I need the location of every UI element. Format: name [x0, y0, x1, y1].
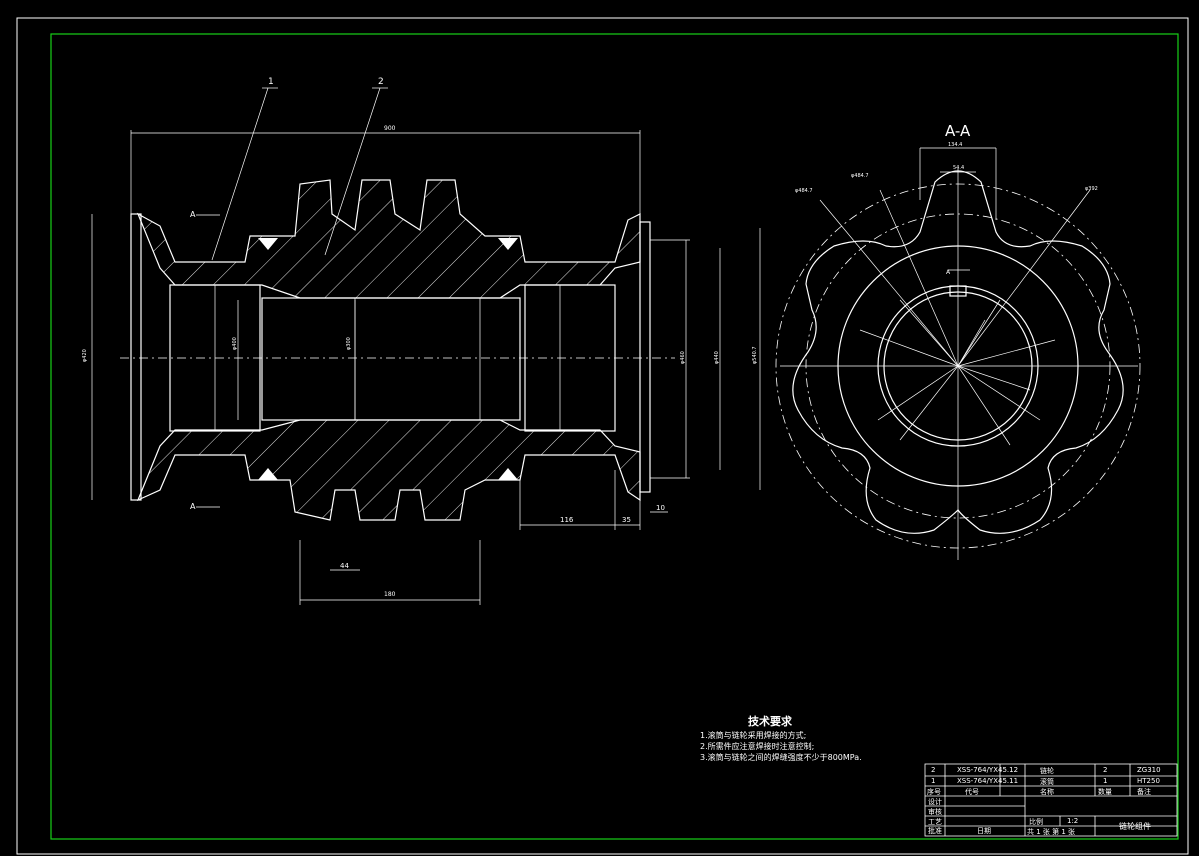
- header-n: 序号: [927, 788, 941, 796]
- technical-notes: 技术要求 1.滚筒与链轮采用焊接的方式; 2.所需件应注意焊接时注意控制; 3.…: [700, 716, 862, 763]
- scale-label: 比例: [1029, 818, 1043, 826]
- note-item-3: 3.滚筒与链轮之间的焊缝强度不少于800MPa.: [700, 753, 862, 762]
- header-code: 代号: [965, 788, 979, 796]
- dim-134: 134.4: [948, 142, 962, 148]
- dim-right-3: φ540.7: [752, 346, 758, 364]
- dim-gear-width: 180: [384, 591, 396, 598]
- row1-code: XSS-764/YX45.11: [957, 777, 1019, 785]
- dim-35: 35: [622, 516, 631, 524]
- row2-name: 链轮: [1040, 767, 1054, 775]
- row2-code: XSS-764/YX45.12: [957, 766, 1019, 774]
- title-block: 2 XSS-764/YX45.12 链轮 2 ZG310 1 XSS-764/Y…: [925, 764, 1177, 836]
- balloon-1: 1: [268, 77, 274, 87]
- row1-mat: HT250: [1137, 777, 1160, 785]
- header-mat: 备注: [1137, 788, 1151, 796]
- header-qty: 数量: [1098, 788, 1112, 796]
- dim-flange-dia: φ420: [82, 349, 88, 362]
- role-review: 审核: [928, 808, 942, 816]
- note-item-2: 2.所需件应注意焊接时注意控制;: [700, 742, 815, 751]
- dim-484: φ392: [1085, 186, 1098, 192]
- section-aa-view: [775, 147, 1141, 560]
- dim-outer: φ484.7: [795, 188, 813, 194]
- header-name: 名称: [1040, 788, 1054, 796]
- dim-right-1: φ460: [680, 351, 686, 364]
- dim-overall: 900: [384, 125, 396, 132]
- balloon-2: 2: [378, 77, 384, 87]
- dim-44: 44: [340, 562, 349, 570]
- dim-54: 54.4: [953, 165, 964, 171]
- sheet-count: 共 1 张 第 1 张: [1027, 828, 1076, 836]
- dim-540: φ484.7: [851, 173, 869, 179]
- row1-n: 1: [931, 777, 936, 785]
- dim-right-2: φ440: [714, 351, 720, 364]
- notes-title: 技术要求: [748, 715, 792, 728]
- dim-inner-dia: φ300: [346, 337, 352, 350]
- drawing-name: 链轮组件: [1119, 822, 1151, 831]
- inner-border: [50, 33, 1179, 840]
- role-design: 设计: [928, 798, 942, 806]
- title-block-grid: [924, 763, 1178, 837]
- row1-qty: 1: [1103, 777, 1108, 785]
- scale-value: 1:2: [1067, 817, 1079, 825]
- note-item-1: 1.滚筒与链轮采用焊接的方式;: [700, 731, 807, 740]
- dim-bore-dia: φ400: [232, 337, 238, 350]
- row2-qty: 2: [1103, 766, 1108, 774]
- section-marker-aa: A: [946, 269, 951, 276]
- section-marker-bottom: A: [190, 502, 196, 511]
- row2-mat: ZG310: [1137, 766, 1161, 774]
- dim-116: 116: [560, 516, 574, 524]
- role-approve: 批准: [928, 827, 942, 835]
- section-title: A-A: [945, 122, 971, 140]
- row1-name: 滚筒: [1040, 778, 1054, 786]
- role-process: 工艺: [928, 818, 942, 826]
- date-label: 日期: [977, 827, 991, 835]
- outer-border: [16, 17, 1189, 855]
- section-marker-top: A: [190, 210, 196, 219]
- row2-n: 2: [931, 766, 936, 774]
- main-section-view: [91, 87, 761, 605]
- dim-10: 10: [656, 504, 665, 512]
